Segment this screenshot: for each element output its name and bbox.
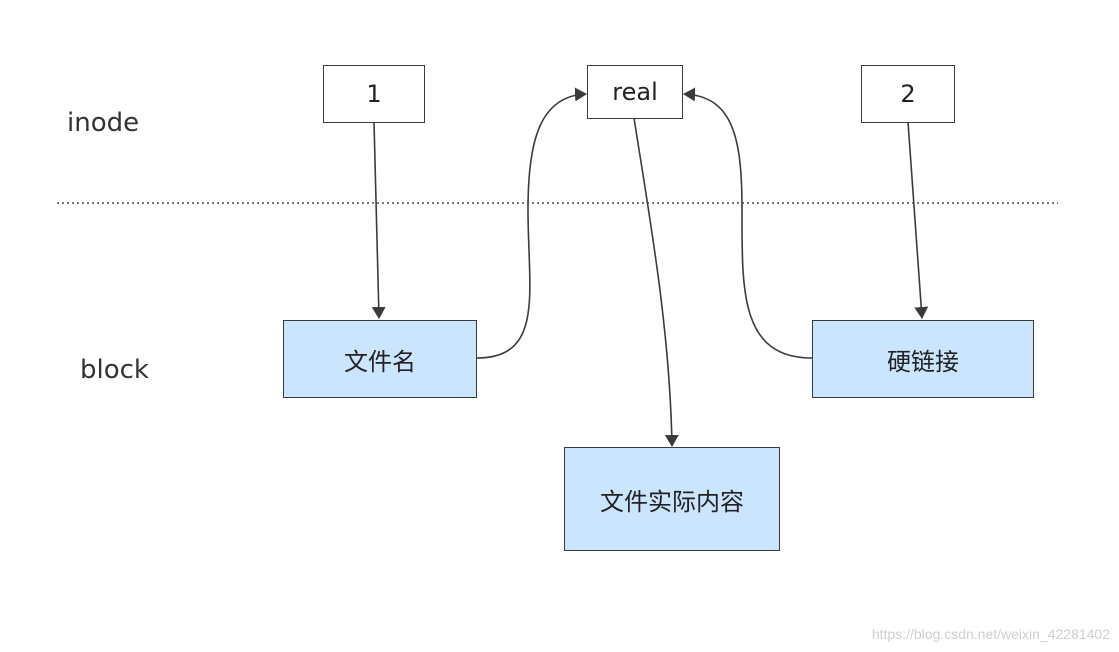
arrow-filename-to-real xyxy=(476,87,587,359)
block-content-box: 文件实际内容 xyxy=(564,447,780,551)
inode-1-label: 1 xyxy=(366,80,382,108)
arrow-inode2-to-hardlink xyxy=(907,121,929,319)
arrow-hardlink-to-real xyxy=(683,87,813,359)
watermark-text: https://blog.csdn.net/weixin_42281402 xyxy=(871,626,1110,642)
block-content-label: 文件实际内容 xyxy=(600,487,744,516)
inode-real-box: real xyxy=(587,65,683,119)
block-layer-label: block xyxy=(80,355,149,385)
block-filename-label: 文件名 xyxy=(344,347,416,376)
block-hardlink-box: 硬链接 xyxy=(812,320,1034,398)
inode-real-label: real xyxy=(612,78,658,106)
arrow-real-to-content xyxy=(633,117,679,447)
inode-layer-label: inode xyxy=(67,108,140,138)
arrow-inode1-to-filename xyxy=(371,121,386,319)
block-filename-box: 文件名 xyxy=(283,320,477,398)
inode-2-label: 2 xyxy=(900,80,916,108)
inode-1-box: 1 xyxy=(323,65,425,123)
block-hardlink-label: 硬链接 xyxy=(887,347,959,376)
inode-2-box: 2 xyxy=(861,65,955,123)
